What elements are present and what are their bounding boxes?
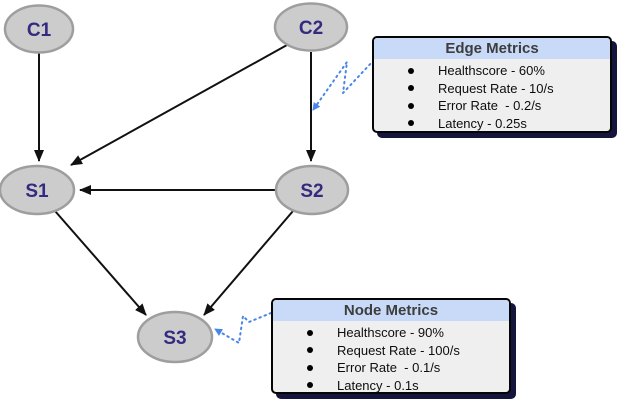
node-S1-label: S1 [25, 181, 49, 202]
bullet-icon [307, 364, 313, 371]
node-metric-value: Latency - 0.1s [337, 377, 419, 393]
callout-group [214, 59, 375, 344]
node-C2-shape[interactable] [273, 2, 349, 52]
edge-metrics-callout-arrow-icon [312, 59, 375, 111]
edge-metric-value: Request Rate - 10/s [438, 80, 554, 96]
node-metric-value: Request Rate - 100/s [337, 342, 460, 358]
edge-metric-item: Healthscore - 60% [408, 62, 610, 80]
bullet-icon [408, 85, 414, 92]
node-C2-label: C2 [299, 18, 323, 39]
edge-metric-value: Healthscore - 60% [438, 63, 545, 79]
node-metric-item: Healthscore - 90% [307, 324, 509, 342]
edge-metric-item: Request Rate - 10/s [408, 80, 610, 98]
node-metric-item: Request Rate - 100/s [307, 342, 509, 360]
bullet-icon [408, 67, 414, 74]
edge-metric-value: Error Rate - 0.2/s [438, 98, 542, 114]
node-metrics-list: Healthscore - 90% Request Rate - 100/s E… [273, 321, 509, 393]
node-metrics-title: Node Metrics [273, 300, 509, 321]
edge-S2-S3[interactable] [203, 210, 294, 316]
node-C2[interactable]: C2 [273, 2, 349, 52]
edge-metric-value: Latency - 0.25s [438, 115, 527, 131]
edge-metric-item: Latency - 0.25s [408, 115, 610, 132]
node-S1-shape[interactable] [0, 164, 76, 216]
edge-group [34, 44, 316, 316]
node-C1-label: C1 [27, 20, 52, 41]
node-C1[interactable]: C1 [3, 4, 75, 54]
node-S2[interactable]: S2 [274, 164, 350, 216]
edge-metric-item: Error Rate - 0.2/s [408, 97, 610, 115]
node-C1-shape[interactable] [3, 4, 75, 54]
bullet-icon [307, 347, 313, 354]
node-metric-item: Error Rate - 0.1/s [307, 359, 509, 377]
node-S3-label: S3 [163, 328, 186, 349]
node-metric-value: Error Rate - 0.1/s [337, 360, 441, 376]
node-S1[interactable]: S1 [0, 164, 76, 216]
node-S3-shape[interactable] [136, 310, 214, 364]
edge-S1-S3[interactable] [54, 210, 147, 316]
edge-C2-S1[interactable] [70, 44, 288, 166]
node-S2-label: S2 [300, 181, 323, 202]
edge-metrics-title: Edge Metrics [374, 38, 610, 59]
bullet-icon [307, 382, 313, 389]
node-metric-item: Latency - 0.1s [307, 377, 509, 393]
node-S3[interactable]: S3 [136, 310, 214, 364]
bullet-icon [307, 329, 313, 336]
node-metrics-panel: Node Metrics Healthscore - 90% Request R… [271, 298, 511, 394]
bullet-icon [408, 102, 414, 109]
node-S2-shape[interactable] [274, 164, 350, 216]
edge-metrics-panel: Edge Metrics Healthscore - 60% Request R… [372, 36, 612, 133]
bullet-icon [408, 120, 414, 127]
node-metric-value: Healthscore - 90% [337, 325, 444, 341]
node-metrics-callout-arrow-icon [214, 312, 272, 344]
edge-metrics-list: Healthscore - 60% Request Rate - 10/s Er… [374, 59, 610, 132]
